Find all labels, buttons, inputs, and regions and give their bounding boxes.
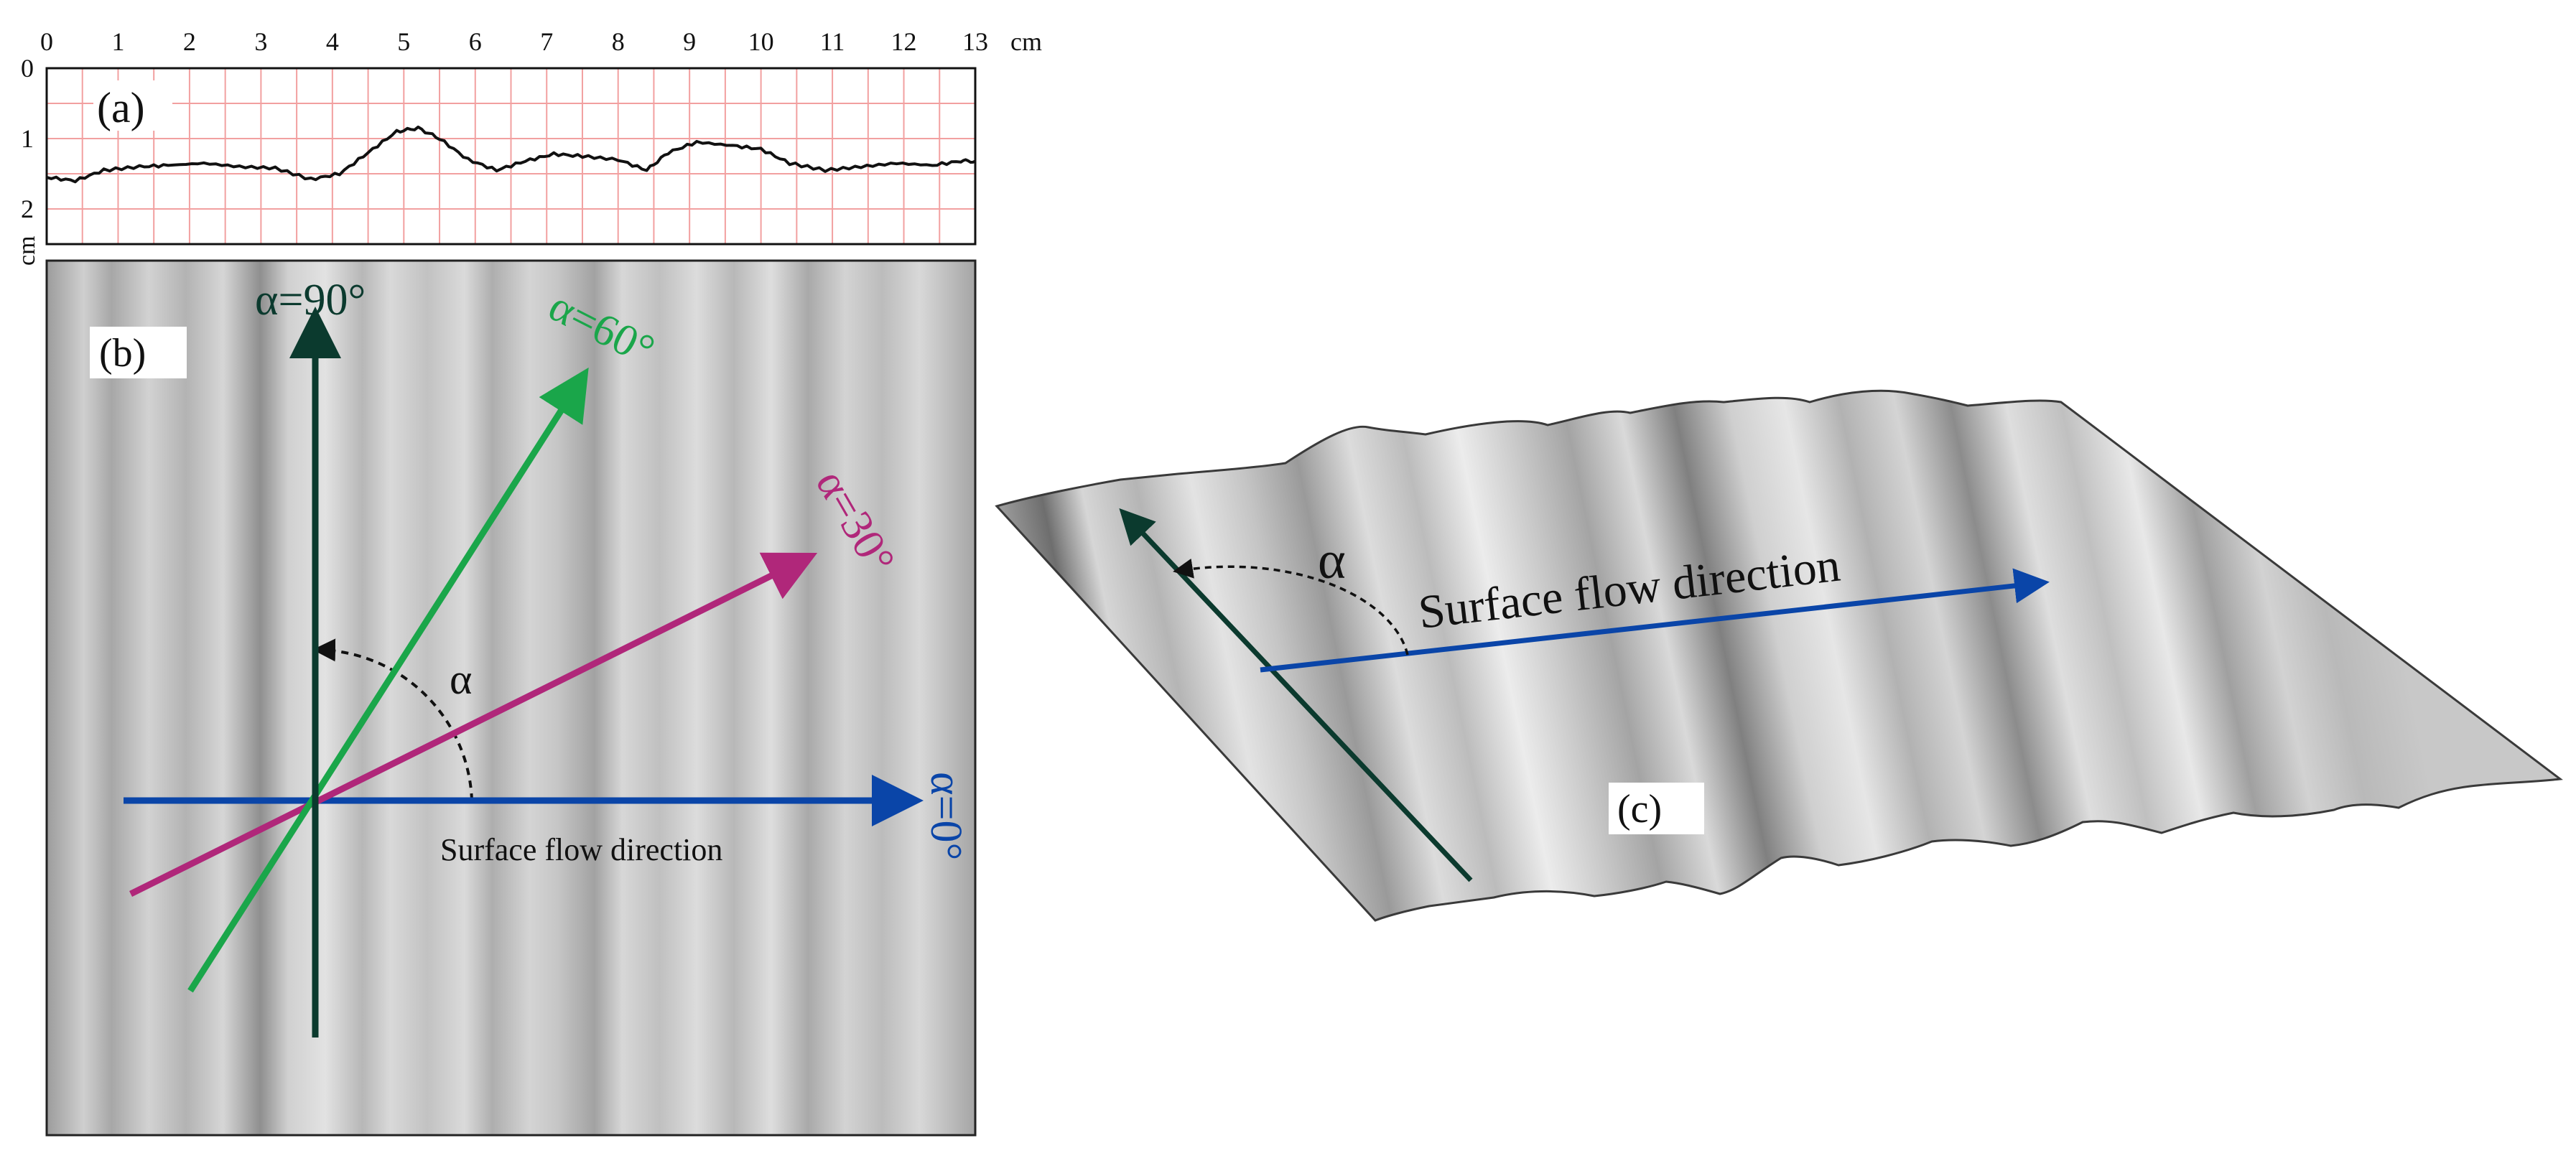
panel-c-angle-arc <box>1173 558 1409 656</box>
x-tick-label: 5 <box>397 27 410 56</box>
x-tick-label: 11 <box>820 27 845 56</box>
x-tick-label: 8 <box>612 27 625 56</box>
panel-b-label: (b) <box>99 331 146 376</box>
x-tick-label: 3 <box>254 27 267 56</box>
panel-a-label-bg <box>93 80 172 131</box>
label-alpha-90: α=90° <box>255 276 366 325</box>
x-tick-label: 6 <box>469 27 482 56</box>
panel-b-label-bg <box>90 327 187 378</box>
x-tick-label: 7 <box>540 27 553 56</box>
panel-c: α Surface flow direction (c) <box>995 389 2563 922</box>
panel-b-flow-label: Surface flow direction <box>440 832 722 867</box>
panel-a-y-unit: cm <box>14 236 40 266</box>
x-tick-label: 12 <box>891 27 917 56</box>
surface-profile-line <box>46 125 976 184</box>
panel-c-surface <box>995 389 2563 922</box>
panel-a-x-unit: cm <box>1010 27 1042 56</box>
y-tick-label: 2 <box>21 195 34 223</box>
panel-b-angle-arc <box>312 638 473 801</box>
x-tick-label: 1 <box>111 27 124 56</box>
panel-a-y-ticks: 0 1 2 <box>21 54 34 223</box>
y-tick-label: 1 <box>21 124 34 153</box>
panel-c-label-bg <box>1609 783 1704 834</box>
panel-b: (b) α α=90° α=60° α=30° α=0° Surface flo… <box>45 259 977 1137</box>
panel-b-surface <box>45 259 977 1137</box>
y-tick-label: 0 <box>21 54 34 83</box>
label-alpha-0: α=0° <box>921 772 970 860</box>
panel-b-angle-label: α <box>450 656 472 703</box>
x-tick-label: 0 <box>40 27 53 56</box>
x-tick-label: 13 <box>962 27 988 56</box>
panel-a-grid <box>46 67 976 245</box>
panel-c-label: (c) <box>1617 787 1662 831</box>
arrow-alpha-30 <box>129 552 818 897</box>
panel-c-flow-arrow <box>1260 568 2050 673</box>
x-tick-label: 4 <box>326 27 339 56</box>
panel-a-frame <box>45 67 977 246</box>
arrow-alpha-60 <box>187 367 589 993</box>
x-tick-label: 2 <box>183 27 196 56</box>
panel-c-angle-label: α <box>1318 531 1346 590</box>
panel-a-label: (a) <box>97 84 145 131</box>
x-tick-label: 10 <box>748 27 774 56</box>
x-tick-label: 9 <box>683 27 696 56</box>
